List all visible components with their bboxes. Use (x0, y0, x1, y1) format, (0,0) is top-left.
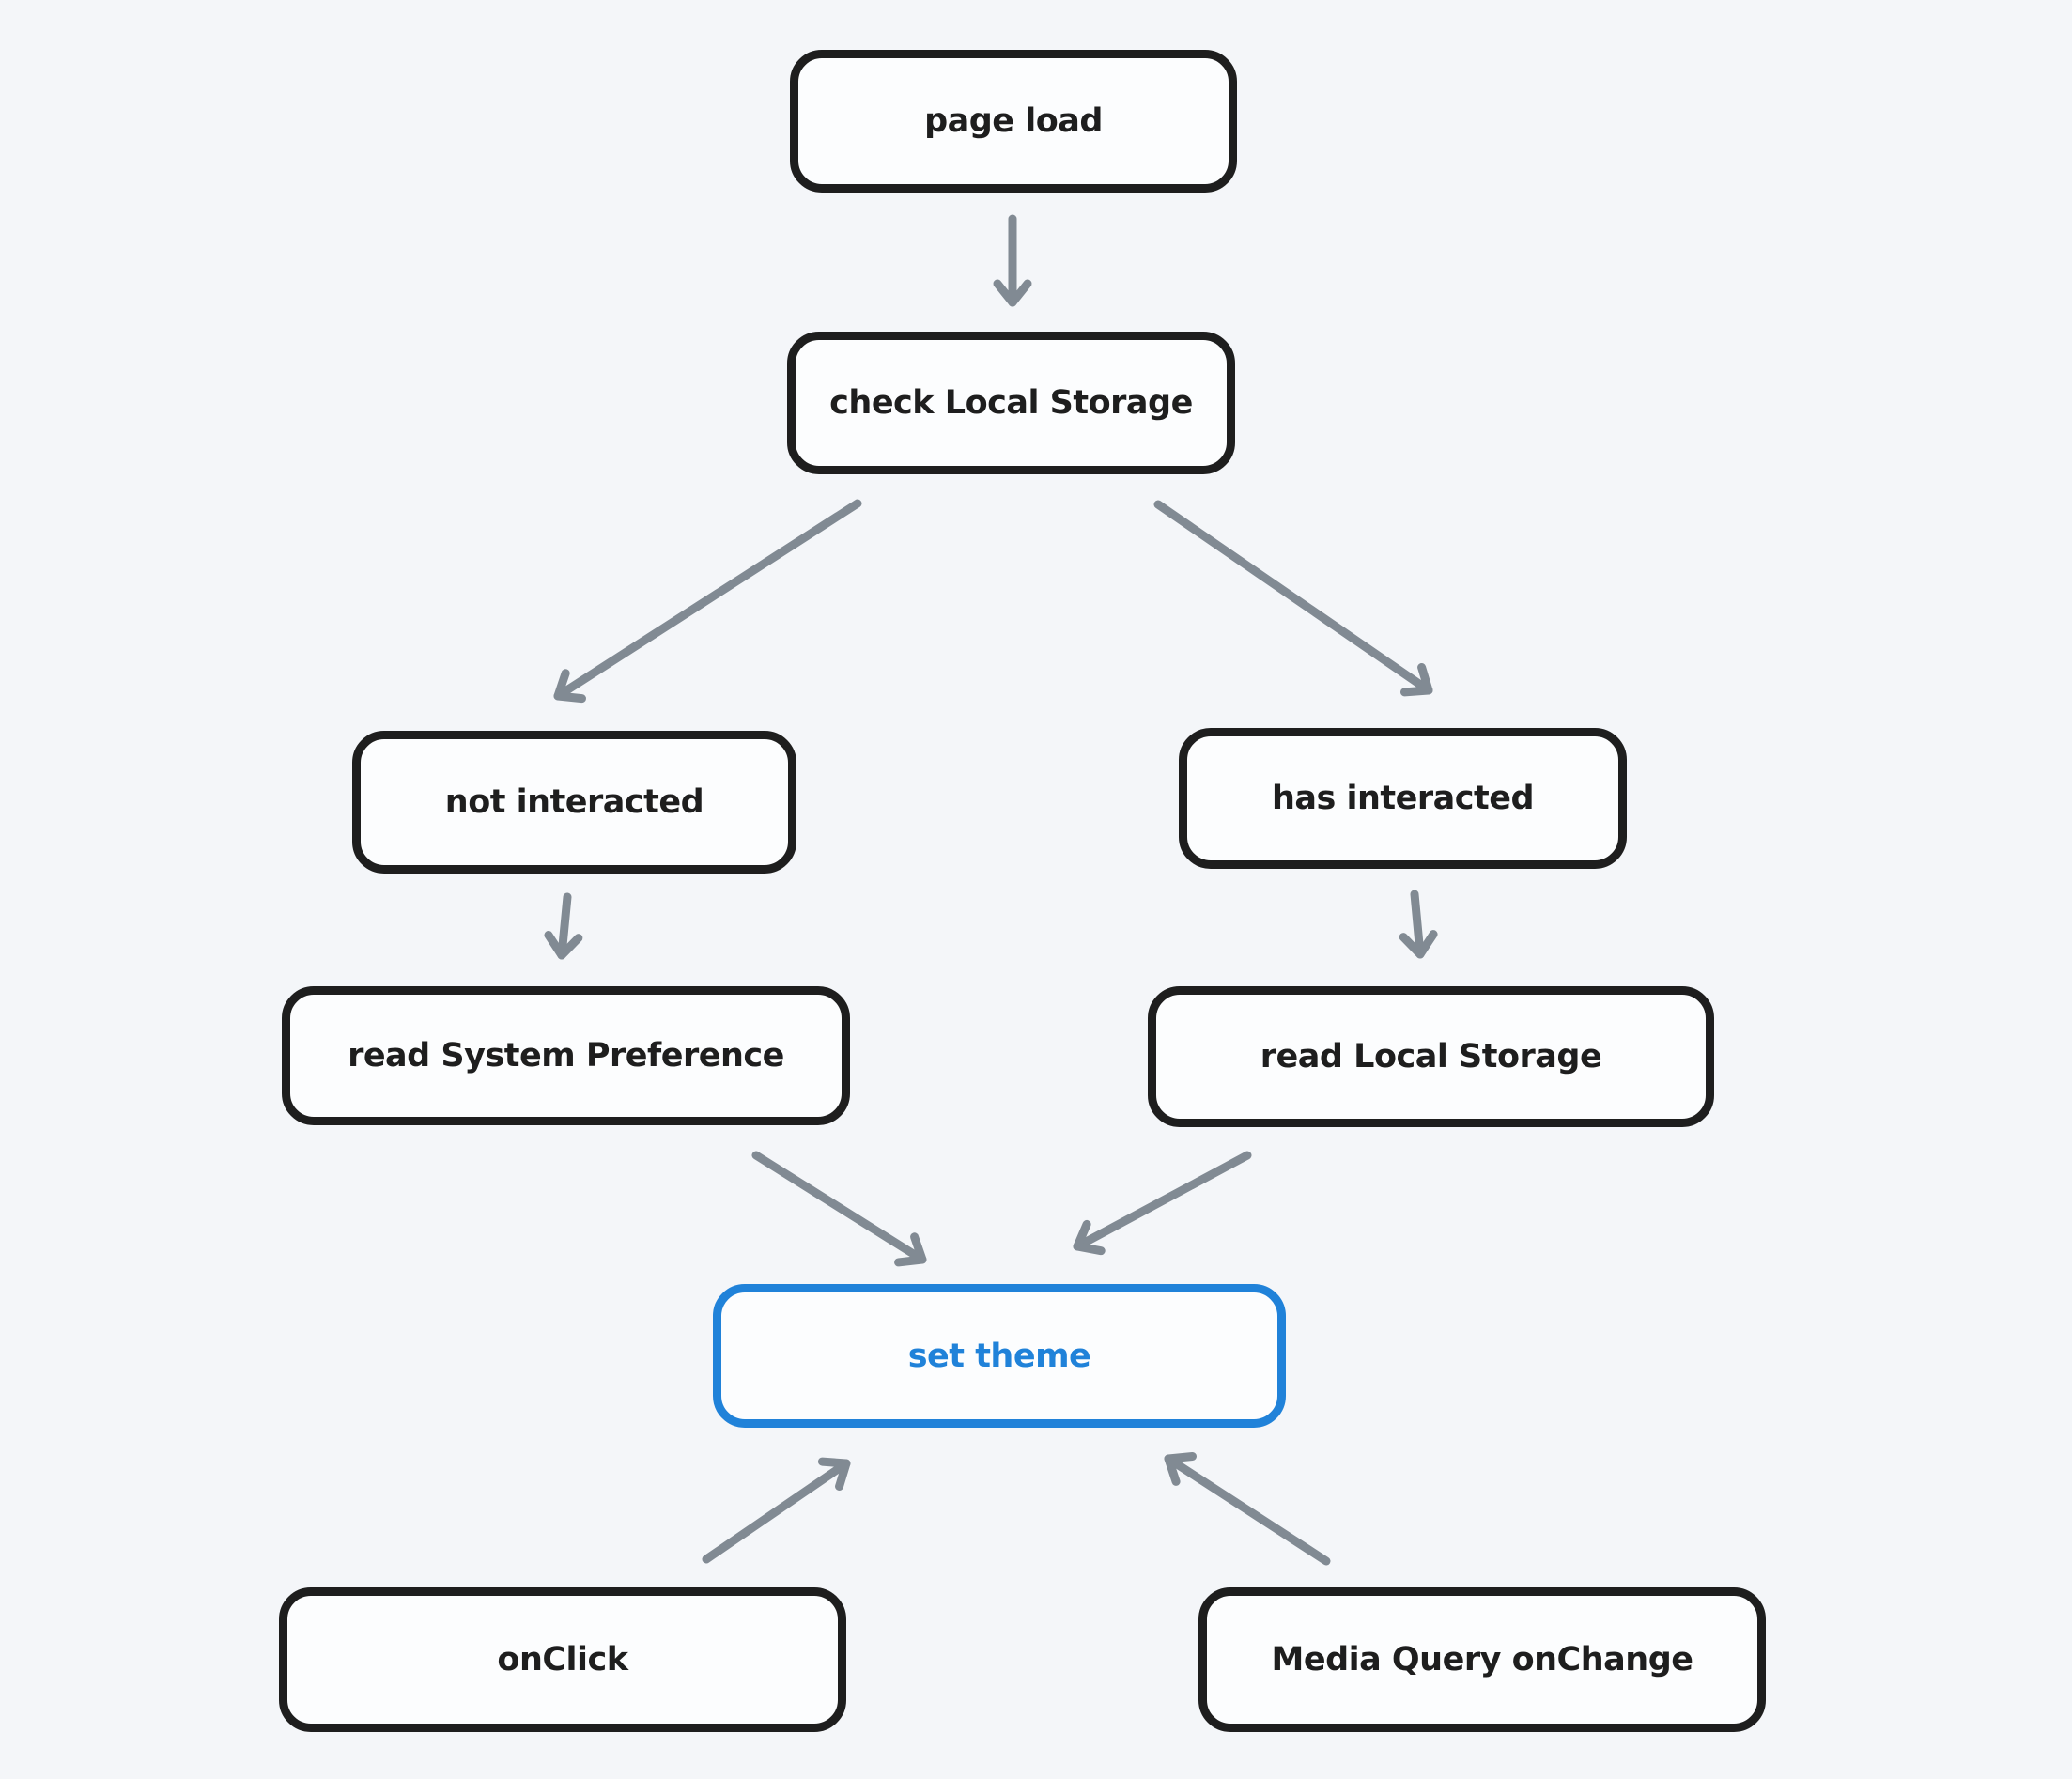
arrow-read-local-storage-to-set-theme (1073, 1151, 1252, 1256)
node-media-query-onchange: Media Query onChange (1198, 1587, 1766, 1732)
node-check-local-storage-label: check Local Storage (829, 384, 1193, 422)
arrow-media-query-onchange-to-set-theme (1164, 1451, 1331, 1566)
node-read-local-storage-label: read Local Storage (1260, 1038, 1602, 1075)
arrow-has-interacted-to-read-local-storage (1399, 890, 1438, 959)
node-has-interacted: has interacted (1179, 728, 1627, 869)
node-onclick: onClick (279, 1587, 846, 1732)
arrow-check-local-storage-to-has-interacted (1153, 500, 1433, 697)
node-page-load: page load (790, 50, 1237, 193)
node-read-system-preference-label: read System Preference (348, 1037, 784, 1075)
arrow-onclick-to-set-theme (702, 1457, 851, 1564)
node-set-theme: set theme (713, 1284, 1286, 1428)
node-media-query-onchange-label: Media Query onChange (1271, 1641, 1693, 1678)
node-read-system-preference: read System Preference (282, 986, 850, 1125)
node-set-theme-label: set theme (907, 1337, 1091, 1375)
node-has-interacted-label: has interacted (1271, 780, 1535, 817)
node-not-interacted: not interacted (352, 731, 796, 874)
arrow-not-interacted-to-read-system-preference (544, 892, 583, 960)
node-not-interacted-label: not interacted (444, 783, 704, 821)
node-page-load-label: page load (924, 102, 1103, 140)
arrow-read-system-preference-to-set-theme (751, 1151, 927, 1267)
node-onclick-label: onClick (497, 1641, 628, 1678)
arrow-check-local-storage-to-not-interacted (553, 499, 862, 704)
node-read-local-storage: read Local Storage (1148, 986, 1714, 1127)
node-check-local-storage: check Local Storage (787, 332, 1235, 474)
